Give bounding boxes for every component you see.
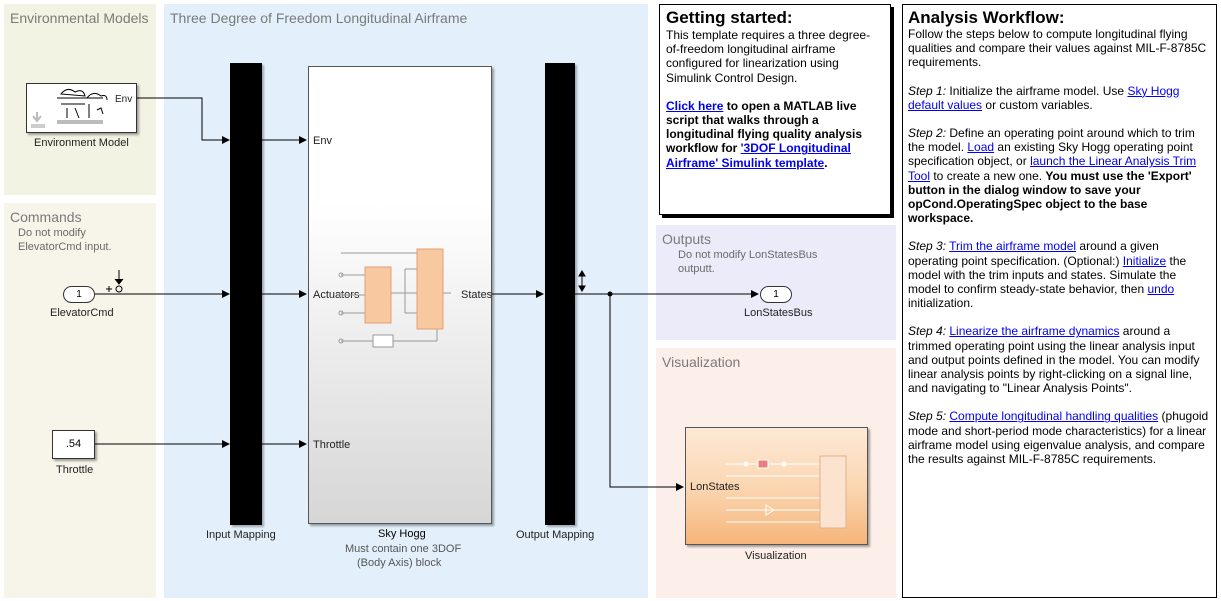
initialize-link[interactable]: Initialize bbox=[1122, 253, 1167, 268]
environment-model-block[interactable]: Env bbox=[26, 83, 137, 133]
sky-hogg-subtitle-1: Must contain one 3DOF bbox=[345, 543, 462, 555]
handling-qualities-link[interactable]: Compute longitudinal handling qualities bbox=[949, 409, 1159, 424]
environment-model-label: Environment Model bbox=[34, 137, 129, 149]
template-link[interactable]: '3DOF Longitudinal Airframe' Simulink te… bbox=[666, 141, 851, 170]
env-signal-line bbox=[137, 97, 230, 144]
linear-analysis-output-marker bbox=[578, 270, 586, 292]
sky-hogg-subsystem[interactable]: Env Actuators Throttle States bbox=[308, 66, 492, 524]
getting-started-body-text: This template requires a three degree-of… bbox=[666, 28, 871, 85]
input-mapping-label: Input Mapping bbox=[206, 529, 276, 541]
step-2-bold-text: You must use the 'Export' button in the … bbox=[908, 168, 1192, 226]
sky-hogg-defaults-link[interactable]: Sky Hogg default values bbox=[908, 83, 1180, 112]
step-4-text-1: around a trimmed operating point using t… bbox=[908, 324, 1200, 396]
step-3-text-2: the model with the trim inputs and state… bbox=[908, 253, 1187, 297]
getting-started-title: Getting started: bbox=[666, 8, 793, 27]
sky-hogg-subtitle-2: (Body Axis) block bbox=[357, 557, 442, 569]
actuators-inport-label: Actuators bbox=[313, 289, 360, 301]
sky-hogg-label: Sky Hogg bbox=[378, 528, 426, 540]
weather-icon bbox=[31, 88, 108, 128]
output-mapping-label: Output Mapping bbox=[516, 529, 595, 541]
visualization-internal-icon bbox=[726, 455, 847, 529]
step-2-text-3: to create a new one. bbox=[930, 168, 1046, 183]
throttle-inport-label: Throttle bbox=[313, 439, 351, 451]
step-3-label: Step 3: bbox=[908, 239, 947, 254]
workflow-step-2: Step 2: Define an operating point around… bbox=[908, 126, 1211, 225]
step-1-text-2: or custom variables. bbox=[982, 97, 1093, 112]
step-5-label: Step 5: bbox=[908, 409, 947, 424]
area-title: Commands bbox=[10, 209, 82, 225]
getting-started-link-paragraph: Click here to open a MATLAB live script … bbox=[666, 99, 884, 170]
step-1-label: Step 1: bbox=[908, 83, 947, 98]
step-2-text-1: Define an operating point around which t… bbox=[908, 126, 1195, 155]
area-title: Environmental Models bbox=[10, 10, 149, 26]
env-inport-label: Env bbox=[313, 135, 332, 147]
throttle-value: .54 bbox=[65, 438, 82, 450]
airframe-internal-icon bbox=[338, 248, 451, 348]
states-outport-label: States bbox=[461, 289, 493, 301]
step-2-text-2: an existing Sky Hogg operating point spe… bbox=[908, 140, 1193, 169]
elevator-cmd-label: ElevatorCmd bbox=[50, 307, 114, 319]
workflow-intro: Follow the steps below to compute longit… bbox=[908, 27, 1207, 70]
workflow-step-5: Step 5: Compute longitudinal handling qu… bbox=[908, 409, 1211, 466]
commands-area: Commands Do not modify ElevatorCmd input… bbox=[4, 203, 156, 598]
trim-airframe-link[interactable]: Trim the airframe model bbox=[949, 239, 1077, 254]
elevator-cmd-inport[interactable]: 1 bbox=[63, 286, 95, 303]
step-3-text-1: around a given operating point specifica… bbox=[908, 239, 1159, 268]
analysis-workflow-panel: Analysis Workflow: Follow the steps belo… bbox=[902, 4, 1217, 598]
outputs-area: Outputs Do not modify LonStatesBus outpu… bbox=[656, 225, 896, 340]
workflow-title: Analysis Workflow: bbox=[908, 8, 1065, 27]
getting-started-body: This template requires a three degree-of… bbox=[666, 28, 884, 85]
area-title: Outputs bbox=[662, 231, 712, 247]
branch-point bbox=[607, 291, 613, 297]
undo-link[interactable]: undo bbox=[1147, 282, 1175, 297]
getting-started-panel: Getting started: This template requires … bbox=[659, 4, 891, 215]
step-1-text-1: Initialize the airframe model. Use bbox=[946, 83, 1128, 98]
input-mapping-block[interactable] bbox=[230, 63, 262, 525]
env-port-label: Env bbox=[115, 94, 133, 105]
area-title: Visualization bbox=[662, 354, 741, 370]
lon-states-bus-label: LonStatesBus bbox=[744, 307, 813, 319]
step-2-label: Step 2: bbox=[908, 126, 947, 141]
workflow-step-3: Step 3: Trim the airframe model around a… bbox=[908, 239, 1211, 310]
visualization-label: Visualization bbox=[745, 550, 807, 562]
step-5-text-1: (phugoid mode and short-period mode char… bbox=[908, 409, 1209, 467]
outputs-note-line1: Do not modify LonStatesBus bbox=[678, 249, 818, 261]
getting-started-bold-text: to open a MATLAB live script that walks … bbox=[666, 98, 863, 156]
lon-states-bus-outport[interactable]: 1 bbox=[760, 286, 792, 303]
workflow-step-4: Step 4: Linearize the airframe dynamics … bbox=[908, 324, 1211, 395]
linear-analysis-input-marker bbox=[106, 270, 124, 293]
commands-note-line1: Do not modify bbox=[18, 227, 86, 239]
visualization-subsystem[interactable]: LonStates bbox=[685, 427, 868, 545]
step-3-text-3: initialization. bbox=[908, 296, 974, 311]
launch-trim-tool-link[interactable]: launch the Linear Analysis Trim Tool bbox=[908, 154, 1197, 183]
commands-note-line2: ElevatorCmd input. bbox=[18, 241, 112, 253]
area-title: Three Degree of Freedom Longitudinal Air… bbox=[170, 10, 468, 26]
getting-started-end: . bbox=[824, 155, 828, 170]
linearize-link[interactable]: Linearize the airframe dynamics bbox=[949, 324, 1120, 339]
load-link[interactable]: Load bbox=[967, 140, 995, 155]
outputs-note-line2: outputt. bbox=[678, 263, 715, 275]
workflow-step-1: Step 1: Initialize the airframe model. U… bbox=[908, 84, 1211, 112]
throttle-label: Throttle bbox=[56, 464, 94, 476]
step-4-label: Step 4: bbox=[908, 324, 947, 339]
visualization-branch-line bbox=[609, 294, 684, 491]
throttle-constant-block[interactable]: .54 bbox=[52, 430, 95, 459]
lonstates-inport-label: LonStates bbox=[690, 481, 740, 493]
output-mapping-block[interactable] bbox=[545, 63, 575, 525]
click-here-link[interactable]: Click here bbox=[666, 98, 724, 113]
